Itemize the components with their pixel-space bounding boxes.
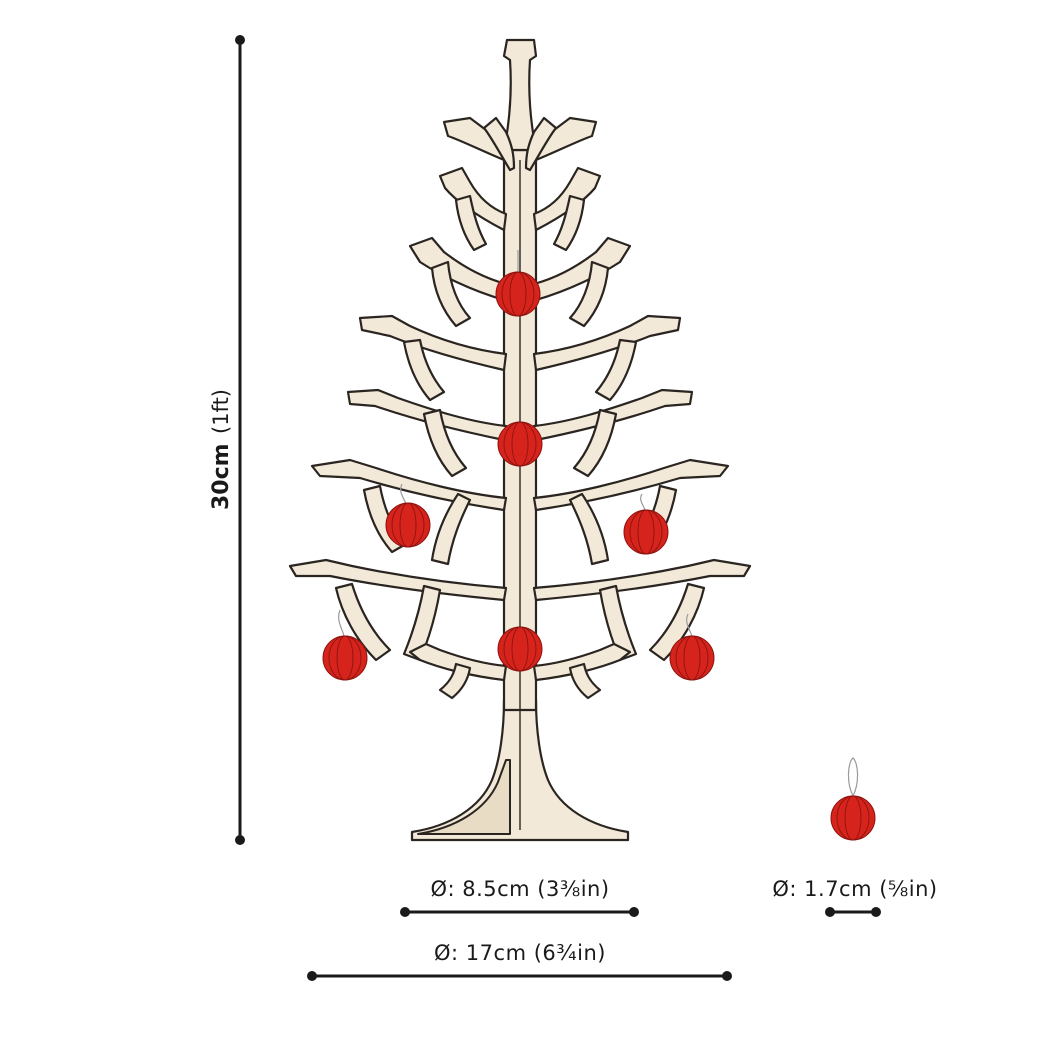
ornament: [623, 493, 669, 555]
branch-tier-5-right-fork: [572, 408, 618, 478]
inner-diameter-label: Ø: 8.5cm (3⅜in): [430, 877, 609, 901]
ornament: [497, 626, 543, 672]
inner-diameter-dimension: Ø: 8.5cm (3⅜in): [400, 877, 639, 917]
outer-diameter-label: Ø: 17cm (6¾in): [434, 941, 606, 965]
branch-tier-2-left: [438, 166, 508, 232]
branch-tier-3-right: [532, 236, 632, 302]
branch-tier-8-right: [532, 642, 632, 682]
outer-diameter-right-dot: [722, 971, 732, 981]
inner-diameter-left-dot: [400, 907, 410, 917]
branch-tier-7-right-fork: [648, 582, 706, 662]
ornament-diameter-left-dot: [825, 907, 835, 917]
ornament: [669, 613, 715, 681]
branch-tier-2-left-fork: [454, 194, 488, 252]
tree-base-slot: [417, 759, 511, 835]
branch-tier-4-left-fork: [402, 338, 446, 402]
ornament: [495, 250, 541, 317]
branch-tier-3-left: [408, 236, 508, 302]
single-ornament-detail: [830, 757, 876, 841]
ornament-diameter-dimension: Ø: 1.7cm (⅝in): [772, 877, 937, 917]
branch-tier-8-left-drop: [438, 662, 472, 700]
height-dimension: 30cm (1ft): [209, 35, 245, 845]
ornament: [497, 421, 543, 467]
branch-tier-7-left-fork: [334, 582, 392, 662]
ornaments: [322, 250, 715, 681]
branch-tier-4-right: [532, 314, 682, 372]
branch-tier-6-left: [310, 458, 508, 512]
branch-tier-5-left-fork: [422, 408, 468, 478]
ornament: [322, 609, 368, 681]
ornament-diameter-label: Ø: 1.7cm (⅝in): [772, 877, 937, 901]
branch-tier-6-left-inner: [430, 492, 472, 566]
branch-tier-7-left: [288, 558, 508, 602]
branch-tier-8-left: [408, 642, 508, 682]
branch-tier-6-right-inner: [568, 492, 610, 566]
ornament: [385, 483, 431, 548]
ornament-diameter-right-dot: [871, 907, 881, 917]
branch-tier-3-right-fork: [568, 260, 610, 328]
branch-tier-2-right: [532, 166, 602, 232]
branch-tier-3-left-fork: [430, 260, 472, 328]
branch-tier-8-right-drop: [568, 662, 602, 700]
branch-tier-2-right-fork: [552, 194, 586, 252]
branch-tier-1-inner-right: [524, 116, 558, 172]
branch-tier-4-left: [358, 314, 508, 372]
outer-diameter-dimension: Ø: 17cm (6¾in): [307, 941, 732, 981]
height-label-secondary: (1ft): [209, 389, 233, 434]
height-dimension-bottom-dot: [235, 835, 245, 845]
inner-diameter-right-dot: [629, 907, 639, 917]
branch-tier-7-right-inner: [598, 584, 638, 662]
outer-diameter-left-dot: [307, 971, 317, 981]
branch-tier-7-left-inner: [402, 584, 442, 662]
branch-tier-4-right-fork: [594, 338, 638, 402]
height-label: 30cm: [209, 443, 234, 510]
branch-tier-6-right: [532, 458, 730, 512]
tree-top: [502, 38, 538, 152]
height-dimension-top-dot: [235, 35, 245, 45]
branch-tier-7-right: [532, 558, 752, 602]
branch-tier-1-inner-left: [482, 116, 516, 172]
